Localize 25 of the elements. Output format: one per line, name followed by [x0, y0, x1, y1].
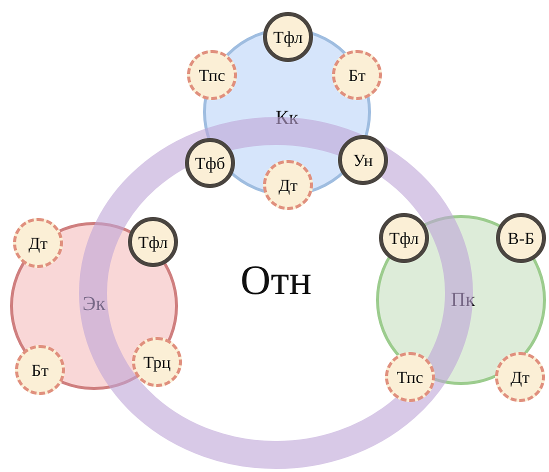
- circle-label: Тфл: [389, 230, 419, 246]
- group-label: Кк: [275, 108, 299, 128]
- circle-label: В-Б: [508, 230, 534, 246]
- circle-label: Дт: [278, 176, 298, 194]
- circle-label: Тфл: [138, 234, 168, 250]
- dashed-circle: [332, 50, 382, 100]
- circle-label: Ун: [353, 152, 373, 168]
- group-label: Эк: [82, 294, 106, 314]
- dashed-circle: [187, 50, 237, 100]
- ring-label: Отн: [240, 260, 312, 302]
- solid-circle: [263, 12, 313, 62]
- circle-label: Трц: [143, 354, 171, 370]
- group-label: Пк: [450, 290, 476, 310]
- circle-label: Бт: [348, 66, 366, 84]
- circle-label: Бт: [31, 362, 49, 378]
- dashed-circle: [15, 345, 65, 395]
- dashed-circle: [495, 352, 545, 402]
- dashed-circle: [13, 218, 63, 268]
- circle-label: Тпс: [198, 66, 226, 84]
- circle-label: Дт: [510, 368, 530, 386]
- circle-label: Тфл: [273, 28, 303, 46]
- circle-label: Тпс: [396, 368, 424, 386]
- solid-circle: [379, 213, 429, 263]
- circle-label: Дт: [28, 234, 48, 252]
- circle-label: Тфб: [194, 154, 226, 172]
